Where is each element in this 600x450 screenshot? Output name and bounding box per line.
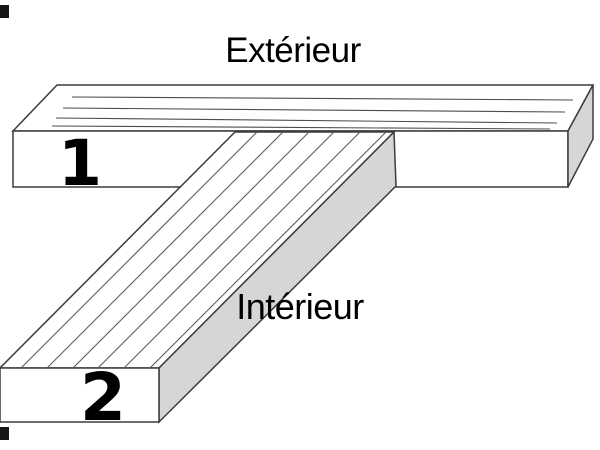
board1-end-face xyxy=(567,84,594,188)
board2-hatch-lines-line xyxy=(123,131,361,369)
board1-grain-lines-line xyxy=(51,125,551,130)
board2-hatch-lines-line xyxy=(46,131,284,369)
edge-artifact-marks xyxy=(0,5,9,440)
board1-grain-lines-line xyxy=(55,117,558,124)
board2-hatch-lines-line xyxy=(97,131,335,369)
edge-mark-bottom-left xyxy=(0,427,9,440)
label-exterieur: Extérieur xyxy=(225,31,361,70)
label-interieur: Intérieur xyxy=(236,286,364,327)
label-board1: 1 xyxy=(58,127,102,200)
board1-grain-lines xyxy=(51,96,574,130)
board2-front-face xyxy=(0,367,160,423)
board1-grain-lines-line xyxy=(71,96,574,101)
board2-hatch-lines-line xyxy=(149,131,387,369)
board1-grain-lines-line xyxy=(62,107,566,113)
label-board2: 2 xyxy=(80,359,126,436)
board2-hatch-lines-line xyxy=(72,131,310,369)
wood-texture-lines xyxy=(20,96,574,369)
board2-hatch-lines-line xyxy=(20,131,258,369)
board2-hatch-lines xyxy=(20,131,387,369)
edge-mark-top-left xyxy=(0,5,9,18)
